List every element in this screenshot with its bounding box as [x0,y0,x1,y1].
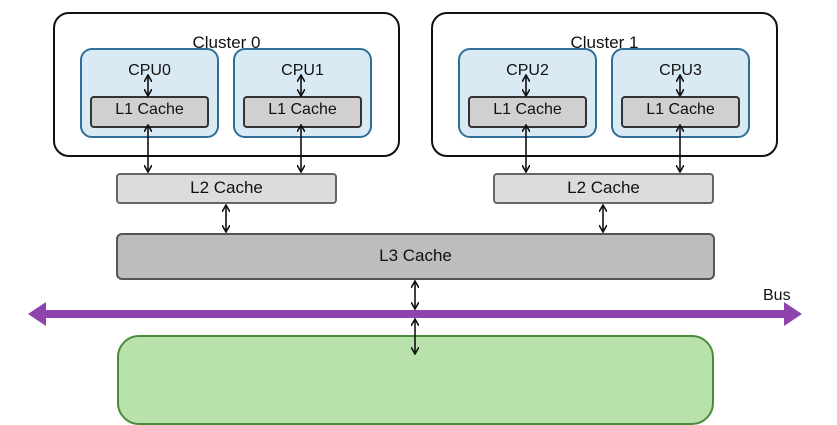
cpu2-label: CPU2 [506,62,549,79]
connector-overlay [28,0,802,400]
cpu1-l1-cache: L1 Cache [243,96,362,128]
bus-arrow [28,302,802,326]
cpu0-l1-cache: L1 Cache [90,96,209,128]
l2-cache-cluster-0: L2 Cache [116,173,337,204]
cluster-1-title: Cluster 1 [570,33,639,52]
bus-label: Bus [763,287,791,304]
cpu3-label: CPU3 [659,62,702,79]
cpu3-l1-cache: L1 Cache [621,96,740,128]
cpu1-label: CPU1 [281,62,324,79]
cpu0-label: CPU0 [128,62,171,79]
cluster-0-title: Cluster 0 [192,33,261,52]
cpu0-box: CPU0 L1 Cache [80,48,219,138]
l3-cache: L3 Cache [116,233,715,280]
l2-cache-cluster-1: L2 Cache [493,173,714,204]
